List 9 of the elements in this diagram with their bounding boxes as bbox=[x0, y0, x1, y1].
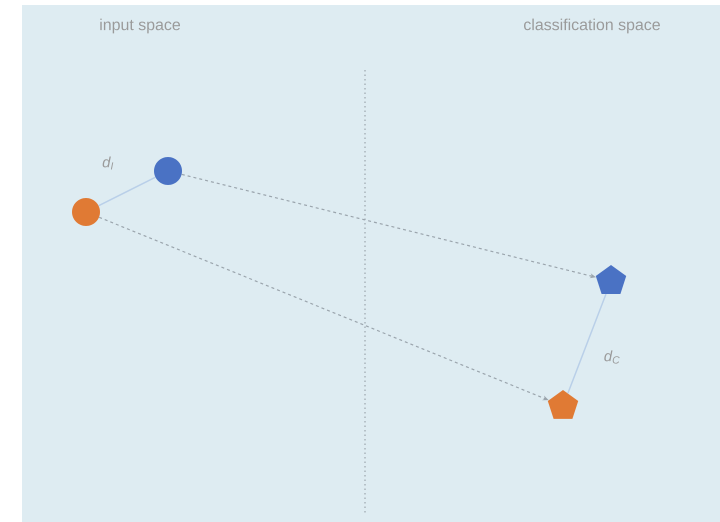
connector-line bbox=[567, 294, 607, 394]
panel-heading: input space bbox=[100, 18, 180, 34]
circle-marker bbox=[72, 198, 100, 226]
pentagon-marker bbox=[596, 265, 626, 294]
panel-heading: classification space bbox=[524, 18, 660, 34]
pentagon-marker bbox=[548, 390, 578, 419]
circle-marker bbox=[154, 157, 182, 185]
edge-label: d$_{I}$ bbox=[101, 155, 115, 171]
connector-line bbox=[98, 176, 156, 206]
